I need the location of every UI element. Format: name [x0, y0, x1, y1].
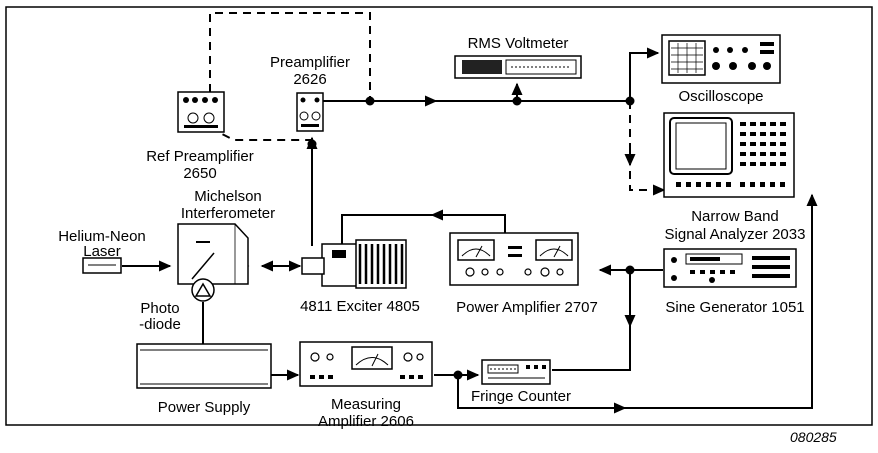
junction-dot [365, 96, 375, 106]
oscilloscope-label: Oscilloscope [678, 88, 763, 105]
analyzer-label: Narrow Band [691, 208, 779, 225]
junction-dots [307, 96, 635, 380]
laser-label: Helium-Neon [58, 228, 146, 245]
junction-dot [453, 370, 463, 380]
power-amplifier-label: Power Amplifier 2707 [456, 299, 598, 316]
figure-number: 080285 [790, 429, 837, 445]
wire-dashed-to-analyzer [629, 101, 666, 196]
sine-generator-device [663, 248, 797, 288]
laser-device [82, 257, 122, 274]
signal-analyzer-device [663, 112, 795, 198]
wire-preamp-to-oscilloscope [322, 47, 660, 102]
preamplifier-2626-device [296, 92, 324, 132]
power-supply-label: Power Supply [158, 399, 251, 416]
ref-preamplifier-model-label: 2650 [183, 165, 216, 182]
preamplifier-label: Preamplifier [270, 54, 350, 71]
ref-preamplifier-2650-device [177, 91, 225, 133]
preamplifier-model-label: 2626 [293, 71, 326, 88]
wire-to-analyzer-return [457, 200, 813, 409]
junction-dot [625, 265, 635, 275]
oscilloscope-device [661, 34, 781, 84]
wire-dashed-ref-top [209, 12, 371, 101]
sine-generator-label: Sine Generator 1051 [665, 299, 804, 316]
interferometer-device [177, 223, 249, 285]
rms-voltmeter-label: RMS Voltmeter [468, 35, 569, 52]
measuring-amplifier-label-2: Amplifier 2606 [318, 413, 414, 430]
power-amplifier-device [449, 232, 579, 286]
analyzer-label-2: Signal Analyzer 2033 [665, 226, 806, 243]
junction-dot [307, 139, 317, 149]
power-supply-device [136, 343, 272, 389]
michelson-label: Michelson [194, 188, 262, 205]
device-labels: RMS Voltmeter Preamplifier 2626 Oscillos… [58, 35, 805, 430]
laser-label-2: Laser [83, 243, 121, 260]
photodiode-label-2: -diode [139, 316, 181, 333]
exciter-device [301, 239, 407, 289]
junction-dot [625, 96, 635, 106]
photodiode-device [191, 278, 215, 302]
fringe-counter-device [481, 359, 551, 385]
rms-voltmeter-device [454, 55, 582, 79]
ref-preamplifier-label: Ref Preamplifier [146, 148, 254, 165]
fringe-counter-label: Fringe Counter [471, 388, 571, 405]
interferometer-label: Interferometer [181, 205, 275, 222]
wire-poweramp-to-exciter [341, 214, 506, 244]
exciter-label: 4811 Exciter 4805 [300, 298, 420, 315]
photodiode-label: Photo [140, 300, 179, 317]
measuring-amplifier-label: Measuring [331, 396, 401, 413]
junction-dot [512, 96, 522, 106]
measuring-amplifier-device [299, 341, 433, 387]
